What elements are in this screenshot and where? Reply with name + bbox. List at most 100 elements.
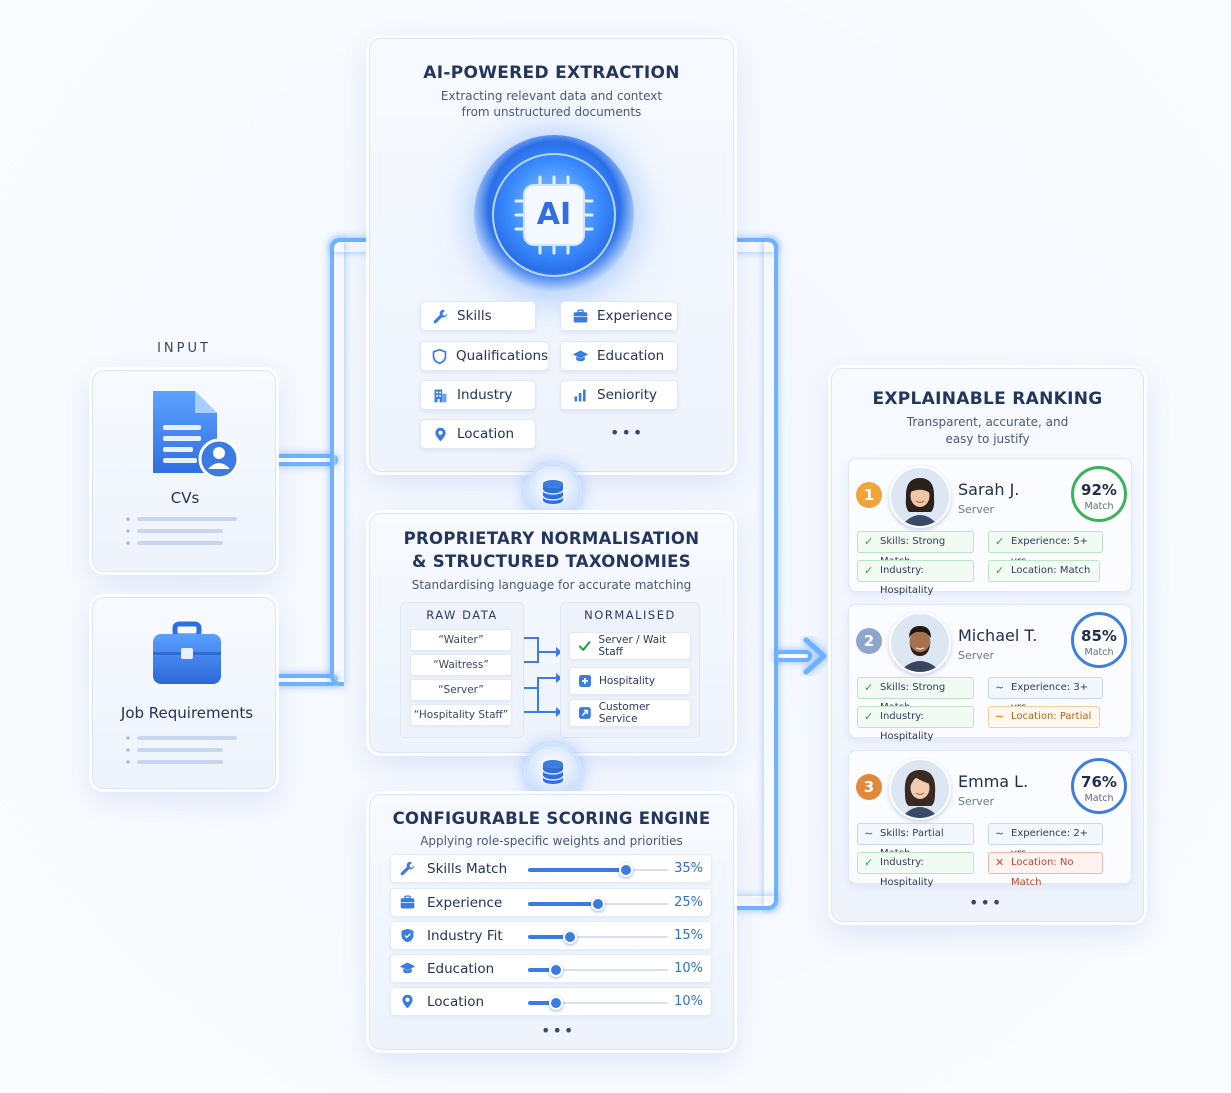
- normalisation-title-1: PROPRIETARY NORMALISATION: [403, 529, 700, 548]
- candidate-name: Emma L.: [958, 772, 1029, 791]
- tag-industry: ✓Industry: Hospitality: [857, 706, 974, 742]
- field-qualifications[interactable]: Qualifications: [420, 341, 549, 371]
- plus-square-icon: [579, 675, 591, 687]
- ranking-card: EXPLAINABLE RANKING Transparent, accurat…: [831, 368, 1144, 922]
- candidate-name: Michael T.: [958, 626, 1038, 645]
- candidate-card[interactable]: 2 Michael T. Server 85% Match ✓Skills: S…: [848, 604, 1132, 742]
- tag-experience: ~Experience: 3+ yrs: [988, 677, 1103, 713]
- match-score: 92% Match: [1071, 466, 1127, 522]
- document-user-icon: [153, 391, 240, 480]
- normalised-header: NORMALISED: [584, 608, 676, 622]
- check-icon: ✓: [995, 564, 1005, 577]
- match-score: 76% Match: [1071, 758, 1127, 814]
- tag-industry: ✓Industry: Hospitality: [857, 852, 974, 888]
- weight-row-skills[interactable]: Skills Match 35%: [390, 854, 712, 883]
- briefcase-icon: [399, 894, 416, 915]
- bar-chart-icon: [571, 386, 589, 404]
- pipe-left-top: [330, 238, 372, 252]
- raw-item: “Server”: [410, 679, 512, 701]
- tag-experience: ~Experience: 2+ yrs: [988, 823, 1103, 859]
- weight-row-education[interactable]: Education 10%: [390, 954, 712, 983]
- weight-slider[interactable]: [528, 996, 668, 1010]
- shield-icon: [431, 347, 448, 365]
- scoring-card: CONFIGURABLE SCORING ENGINE Applying rol…: [369, 794, 734, 1050]
- briefcase-icon: [571, 307, 589, 325]
- text-lines-icon: [126, 736, 237, 764]
- building-icon: [431, 386, 449, 404]
- normalisation-title-2: & STRUCTURED TAXONOMIES: [412, 552, 691, 571]
- field-experience[interactable]: Experience: [560, 301, 678, 331]
- scoring-title: CONFIGURABLE SCORING ENGINE: [392, 809, 711, 828]
- slider-handle[interactable]: [549, 963, 563, 977]
- normalisation-card: PROPRIETARY NORMALISATION & STRUCTURED T…: [369, 513, 734, 753]
- field-education[interactable]: Education: [560, 341, 678, 371]
- extraction-subtitle-1: Extracting relevant data and context: [440, 89, 663, 103]
- check-icon: ✓: [864, 535, 874, 548]
- check-icon: ✓: [864, 564, 874, 577]
- wrench-icon: [431, 307, 449, 325]
- raw-data-panel: RAW DATA “Waiter” “Waitress” “Server” “H…: [400, 602, 524, 738]
- ai-chip-label: AI: [536, 197, 572, 232]
- normalised-item-customer-service: Customer Service: [569, 699, 691, 727]
- database-icon: [542, 760, 564, 784]
- job-requirements-label: Job Requirements: [120, 704, 254, 722]
- candidate-card[interactable]: 1 Sarah J. Server 92% Match ✓Skills: Str…: [848, 458, 1132, 596]
- tilde-icon: ~: [995, 681, 1005, 694]
- slider-handle[interactable]: [563, 930, 577, 944]
- cvs-card[interactable]: CVs: [92, 370, 276, 572]
- pipe-job: [274, 674, 338, 686]
- normalised-panel: NORMALISED Server / Wait Staff Hospitali…: [560, 602, 700, 738]
- tag-location: ✓Location: Match: [988, 560, 1100, 582]
- extraction-title: AI-POWERED EXTRACTION: [423, 63, 680, 83]
- briefcase-icon: [153, 621, 221, 684]
- ranking-subtitle-1: Transparent, accurate, and: [906, 415, 1069, 429]
- slider-handle[interactable]: [619, 863, 633, 877]
- weight-slider[interactable]: [528, 930, 668, 944]
- graduation-cap-icon: [399, 960, 416, 981]
- input-label: INPUT: [157, 341, 211, 356]
- weight-row-location[interactable]: Location 10%: [390, 987, 712, 1016]
- check-icon: ✓: [995, 535, 1005, 548]
- database-icon: [542, 480, 564, 504]
- field-skills[interactable]: Skills: [420, 301, 536, 331]
- field-industry[interactable]: Industry: [420, 380, 536, 410]
- raw-item: “Waitress”: [410, 654, 512, 676]
- ranking-more[interactable]: •••: [969, 893, 1004, 912]
- arrow-square-icon: [578, 707, 591, 719]
- candidate-card[interactable]: 3 Emma L. Server 76% Match ~Skills: Part…: [848, 750, 1132, 888]
- weight-slider[interactable]: [528, 863, 668, 877]
- pipe-left-vertical: [330, 238, 344, 686]
- wrench-icon: [399, 860, 416, 881]
- mapping-arrows: [524, 637, 562, 717]
- weight-row-experience[interactable]: Experience 25%: [390, 888, 712, 917]
- check-icon: [578, 641, 591, 651]
- candidate-role: Server: [958, 503, 995, 516]
- candidate-role: Server: [958, 649, 995, 662]
- text-lines-icon: [126, 517, 237, 545]
- database-connector-2: [527, 746, 579, 798]
- extraction-more[interactable]: •••: [610, 423, 645, 442]
- shield-icon: [399, 927, 416, 948]
- weight-slider[interactable]: [528, 897, 668, 911]
- cvs-label: CVs: [170, 489, 200, 507]
- weight-slider[interactable]: [528, 963, 668, 977]
- rank-badge: 3: [856, 774, 882, 800]
- check-icon: ✓: [864, 856, 874, 869]
- field-seniority[interactable]: Seniority: [560, 380, 678, 410]
- match-score: 85% Match: [1071, 612, 1127, 668]
- candidate-role: Server: [958, 795, 995, 808]
- candidate-name: Sarah J.: [958, 480, 1020, 499]
- weight-row-industry[interactable]: Industry Fit 15%: [390, 921, 712, 950]
- graduation-cap-icon: [571, 347, 589, 365]
- field-location[interactable]: Location: [420, 419, 536, 449]
- tag-industry: ✓Industry: Hospitality: [857, 560, 974, 596]
- ai-orb: AI: [474, 135, 634, 295]
- tag-skills: ✓Skills: Strong Match: [857, 677, 974, 713]
- job-requirements-card[interactable]: Job Requirements: [92, 597, 276, 789]
- tilde-icon: ~: [995, 827, 1005, 840]
- pipe-right-bottom: [732, 896, 778, 910]
- scoring-more[interactable]: •••: [541, 1021, 576, 1040]
- slider-handle[interactable]: [591, 897, 605, 911]
- slider-handle[interactable]: [549, 996, 563, 1010]
- extraction-subtitle-2: from unstructured documents: [461, 105, 642, 119]
